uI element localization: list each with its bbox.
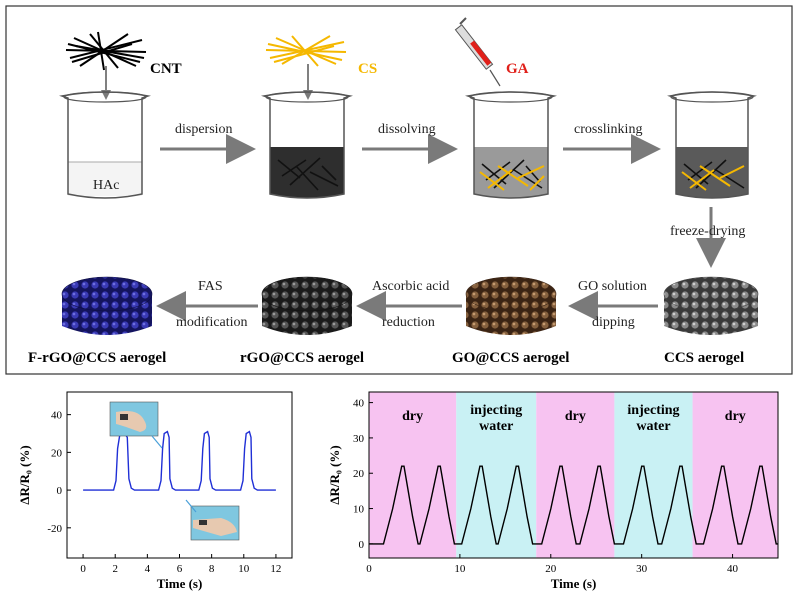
- syringe-icon: [454, 17, 501, 87]
- label-go-solution: GO solution: [578, 279, 647, 294]
- y-tick-label: 40: [51, 410, 63, 422]
- region-label: dry: [402, 409, 423, 424]
- series-line: [369, 465, 778, 545]
- x-tick-label: 10: [238, 563, 250, 575]
- sensor-icon: [120, 414, 128, 420]
- beaker-cnt-dispersion: [261, 91, 353, 199]
- x-tick-label: 0: [366, 563, 372, 575]
- y-tick-label: 40: [353, 398, 365, 410]
- product-go: GO@CCS aerogel: [452, 350, 569, 366]
- product-ccs: CCS aerogel: [664, 350, 744, 366]
- x-tick-label: 6: [177, 563, 183, 575]
- x-axis-label: Time (s): [157, 576, 203, 591]
- aerogel-go: [465, 276, 557, 335]
- y-tick-label: 20: [353, 468, 365, 480]
- inset-bent-finger: [109, 401, 159, 437]
- label-ascorbic-acid: Ascorbic acid: [372, 279, 449, 294]
- x-tick-label: 8: [209, 563, 215, 575]
- y-tick-label: 0: [359, 539, 365, 551]
- product-frgo: F-rGO@CCS aerogel: [28, 350, 166, 366]
- aerogel-frgo: [61, 276, 153, 335]
- x-tick-label: 20: [545, 563, 557, 575]
- cnt-label: CNT: [150, 61, 182, 77]
- hac-label: HAc: [93, 178, 119, 193]
- sensor-icon: [199, 520, 207, 525]
- plot-frame: [66, 391, 293, 559]
- y-tick-label: 10: [353, 504, 365, 516]
- x-tick-label: 0: [80, 563, 86, 575]
- label-dipping: dipping: [592, 315, 635, 330]
- series-line: [83, 430, 276, 491]
- aerogel-rgo: [261, 276, 353, 335]
- plot-frame: [368, 391, 779, 559]
- product-rgo: rGO@CCS aerogel: [240, 350, 364, 366]
- label-dispersion: dispersion: [175, 122, 233, 137]
- label-modification: modification: [176, 315, 248, 330]
- ga-label: GA: [506, 61, 529, 77]
- aerogel-ccs: [663, 276, 759, 335]
- inset-pointer: [185, 499, 197, 513]
- y-tick-label: -20: [47, 523, 62, 535]
- x-tick-label: 12: [270, 563, 281, 575]
- y-axis-label: ΔR/R₀ (%): [327, 445, 342, 504]
- beaker-cs-cnt: [465, 91, 557, 199]
- inset-straight-finger: [190, 505, 240, 541]
- cs-fiber-icon: [265, 35, 347, 67]
- label-freeze-drying: freeze-drying: [670, 224, 745, 239]
- label-crosslinking: crosslinking: [574, 122, 642, 137]
- inset-pointer: [151, 435, 163, 449]
- region-band: [456, 392, 537, 558]
- region-label: dry: [725, 409, 746, 424]
- x-tick-label: 30: [636, 563, 648, 575]
- y-tick-label: 30: [353, 433, 365, 445]
- beaker-hac: [59, 91, 151, 199]
- label-dissolving: dissolving: [378, 122, 436, 137]
- region-label: dry: [565, 409, 586, 424]
- x-tick-label: 40: [727, 563, 739, 575]
- cs-label: CS: [358, 61, 377, 77]
- x-axis-label: Time (s): [551, 576, 597, 591]
- label-reduction: reduction: [382, 315, 435, 330]
- x-tick-label: 2: [112, 563, 118, 575]
- y-tick-label: 20: [51, 447, 63, 459]
- y-tick-label: 0: [57, 485, 63, 497]
- label-fas: FAS: [198, 279, 223, 294]
- x-tick-label: 4: [145, 563, 151, 575]
- beaker-crosslinked: [667, 91, 757, 199]
- cnt-bundle-icon: [65, 31, 147, 71]
- y-axis-label: ΔR/R₀ (%): [17, 445, 32, 504]
- x-tick-label: 10: [454, 563, 466, 575]
